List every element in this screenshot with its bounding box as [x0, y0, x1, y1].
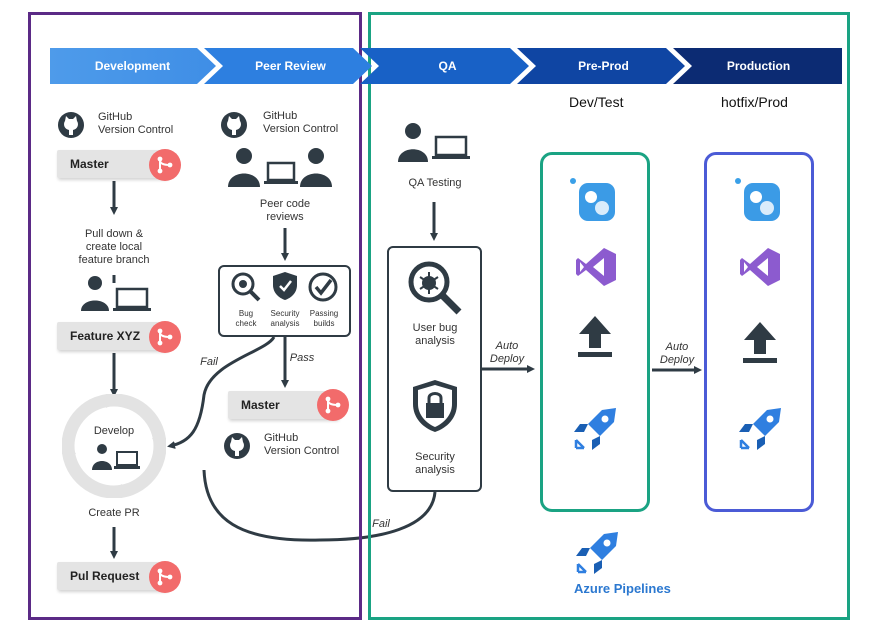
github-icon — [58, 112, 84, 138]
qa-bug-line2: analysis — [415, 335, 455, 347]
feature-label: Feature XYZ — [70, 329, 141, 343]
arrow-peer-fail — [167, 336, 276, 449]
check-security-line1: Security — [270, 309, 300, 318]
dev-pull-line2: create local — [85, 241, 143, 253]
env-label-preprod: Dev/Test — [569, 94, 624, 110]
security-shield-icon — [273, 272, 297, 300]
dev-master-branch[interactable]: Master — [57, 150, 167, 178]
check-builds-line1: Passing — [309, 309, 339, 318]
git-branch-icon — [149, 321, 181, 353]
env-label-prod: hotfix/Prod — [721, 94, 788, 110]
dev-github-line2: Version Control — [98, 124, 174, 136]
qa-security-line2: analysis — [415, 464, 455, 476]
peer-fail-label: Fail — [200, 356, 218, 368]
git-branch-icon — [149, 561, 181, 593]
stage-peer-review: Peer Review — [255, 59, 326, 73]
peer-github2-line2: Version Control — [264, 445, 340, 457]
peer-reviews-line1: Peer code — [259, 198, 311, 210]
azure-pipelines-icon — [739, 408, 781, 450]
pull-request-label: Pul Request — [70, 569, 140, 583]
qa-tester-laptop-icon — [398, 123, 470, 162]
qa-testing-label: QA Testing — [408, 177, 462, 189]
stage-qa: QA — [438, 59, 457, 73]
check-bug-line1: Bug — [238, 309, 254, 318]
qa-security-line1: Security — [415, 451, 455, 463]
visual-studio-icon — [576, 248, 616, 286]
peer-master-label: Master — [241, 398, 280, 412]
app-service-icon — [570, 178, 615, 221]
prod-environment-box — [704, 152, 814, 512]
check-bug-line2: check — [235, 319, 257, 328]
pipeline-stage-bar — [50, 48, 842, 84]
git-branch-icon — [149, 149, 181, 181]
app-service-icon — [735, 178, 780, 221]
develop-cycle-icon — [62, 394, 166, 498]
peer-review-people-icon — [228, 148, 332, 187]
peer-github2-line1: GitHub — [264, 432, 299, 444]
check-builds-line2: builds — [313, 319, 335, 328]
stage-development: Development — [94, 59, 171, 73]
peer-github-line2: Version Control — [263, 123, 339, 135]
preprod-environment-box — [540, 152, 650, 512]
dev-github-line1: GitHub — [98, 111, 133, 123]
dev-pull-line1: Pull down & — [84, 228, 144, 240]
bug-search-icon — [408, 261, 462, 315]
arrow-qa-fail — [202, 469, 437, 542]
dev-pull-line3: feature branch — [78, 254, 150, 266]
stage-preprod: Pre-Prod — [578, 59, 629, 73]
development-frame — [28, 12, 362, 620]
peer-reviews-line2: reviews — [266, 211, 304, 223]
qa-fail-label: Fail — [372, 518, 390, 530]
peer-github-line1: GitHub — [263, 110, 298, 122]
azure-pipelines-label: Azure Pipelines — [574, 581, 671, 596]
auto-deploy-2-line1: Auto — [665, 341, 689, 353]
pull-request-branch[interactable]: Pul Request — [57, 562, 167, 590]
upload-deploy-icon — [743, 322, 777, 363]
security-lock-shield-icon — [413, 380, 457, 432]
github-icon — [224, 433, 250, 459]
check-security-line2: analysis — [270, 319, 300, 328]
azure-pipelines-logo-icon — [576, 532, 618, 574]
stage-chevron-qa — [360, 48, 529, 84]
git-branch-icon — [317, 389, 349, 421]
stage-chevron-production — [673, 48, 842, 84]
dev-master-label: Master — [70, 157, 109, 171]
create-pr-label: Create PR — [88, 507, 140, 519]
develop-label: Develop — [93, 425, 135, 437]
github-icon — [221, 112, 247, 138]
azure-pipelines-icon — [574, 408, 616, 450]
auto-deploy-1-line1: Auto — [495, 340, 519, 352]
stage-chevron-peer-review — [204, 48, 372, 84]
auto-deploy-1-line2: Deploy — [489, 353, 525, 365]
developer-laptop-icon — [81, 276, 151, 311]
qa-frame — [368, 12, 850, 620]
stage-chevron-development — [50, 48, 216, 84]
auto-deploy-2-line2: Deploy — [659, 354, 695, 366]
stage-production: Production — [726, 59, 791, 73]
peer-pass-label: Pass — [289, 352, 315, 364]
stage-chevron-preprod — [517, 48, 685, 84]
feature-branch[interactable]: Feature XYZ — [57, 322, 167, 350]
visual-studio-icon — [740, 248, 780, 286]
bug-search-icon — [231, 272, 261, 302]
passing-builds-check-icon — [308, 272, 338, 302]
upload-deploy-icon — [578, 316, 612, 357]
qa-bug-line1: User bug — [412, 322, 458, 334]
